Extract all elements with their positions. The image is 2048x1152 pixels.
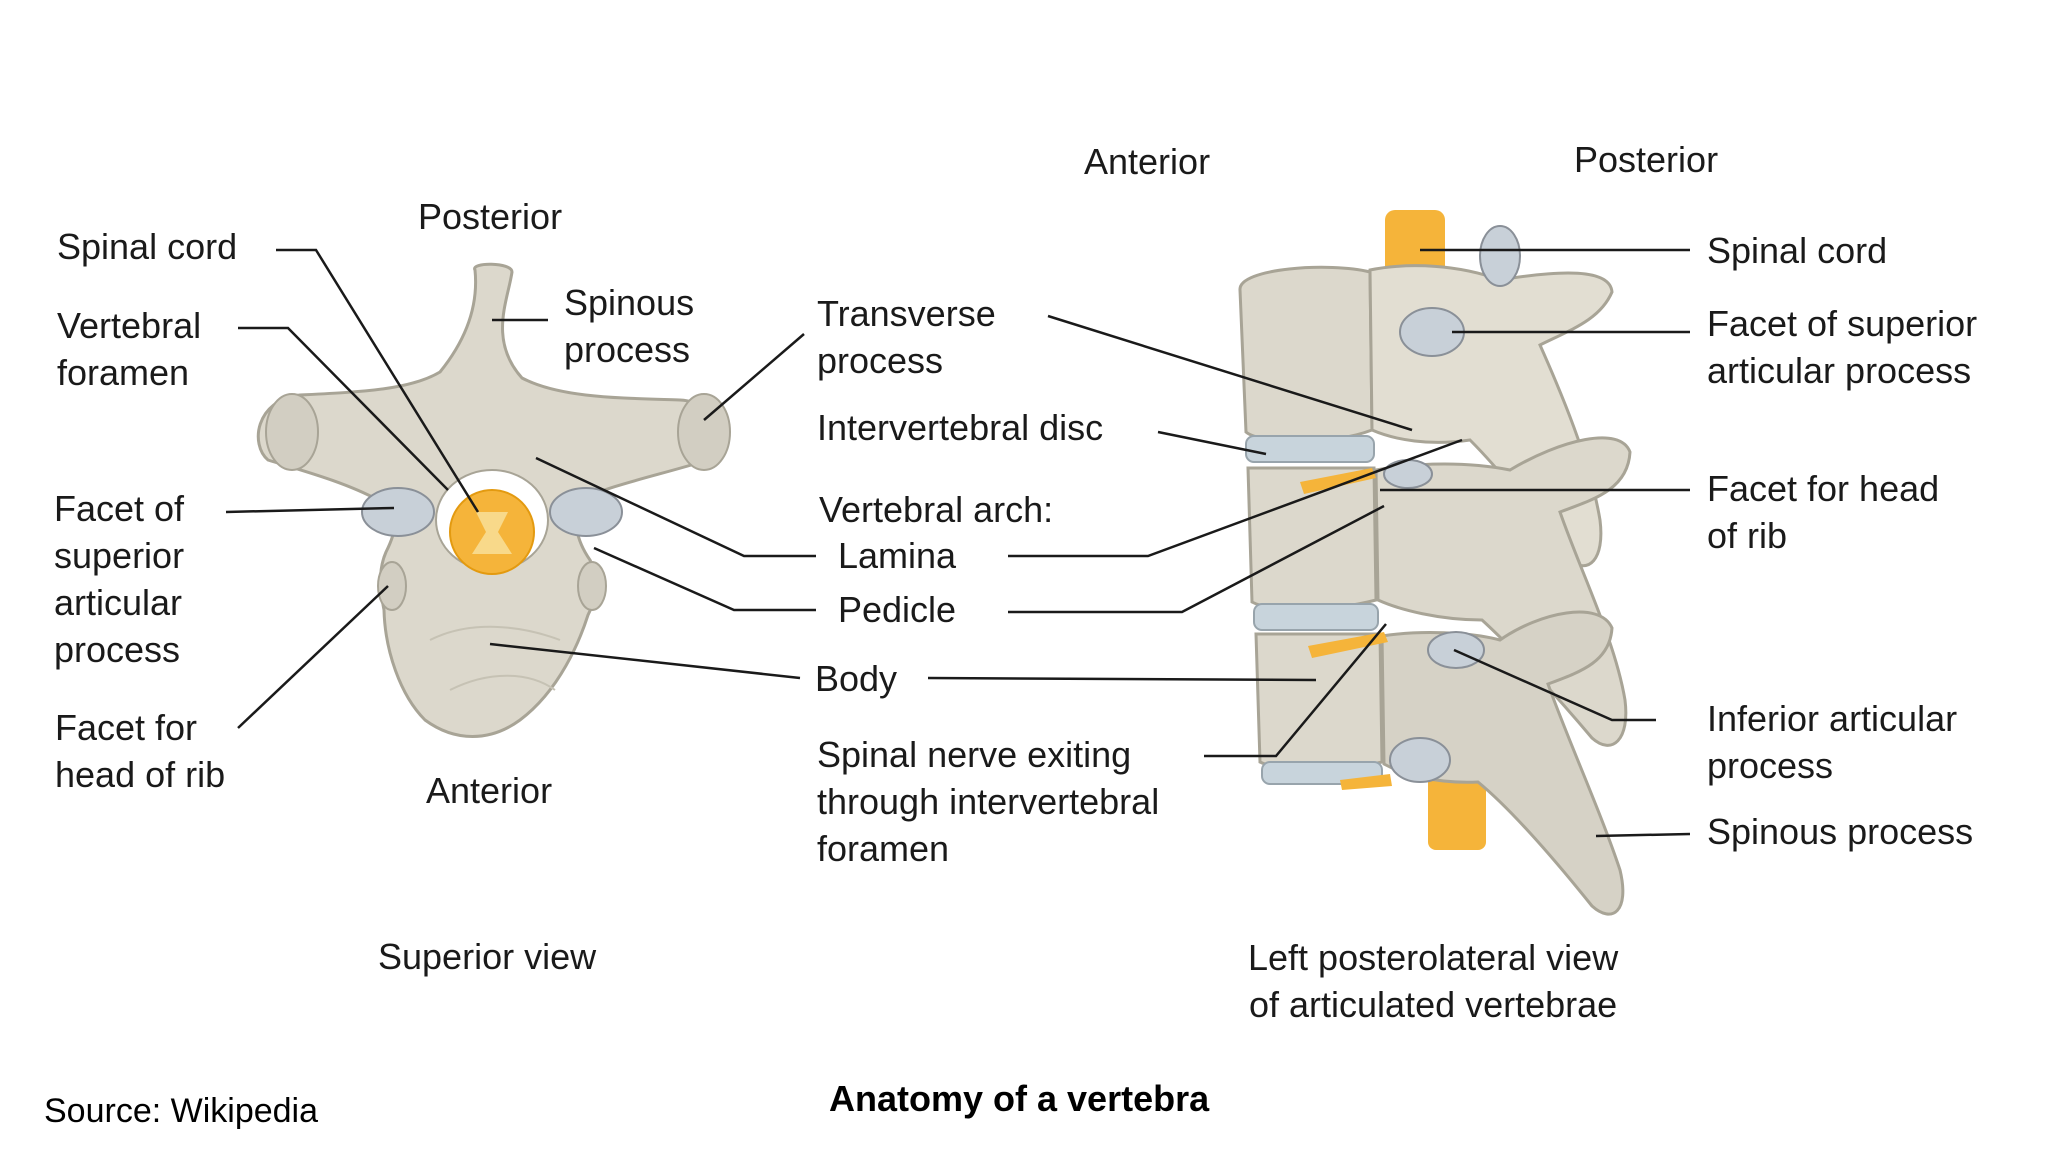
leader-body-left <box>489 642 801 680</box>
label-facet-rib-lateral: Facet for head of rib <box>1707 468 1940 556</box>
label-transverse-process: Transverse process <box>817 293 996 381</box>
lateral-view-vertebrae <box>1238 210 1632 916</box>
leader-transverse-process <box>703 333 805 421</box>
facet-superior-left <box>361 487 435 537</box>
label-spinous-process-lateral: Spinous process <box>1707 811 1974 852</box>
label-inferior-articular-process: Inferior articular process <box>1707 698 1958 786</box>
leader-spinal-cord <box>276 248 480 513</box>
leader-lamina-left <box>535 456 816 558</box>
spinal-nerve-2 <box>1308 632 1388 658</box>
spinal-nerve-1 <box>1300 468 1376 494</box>
label-facet-head-of-rib: Facet for head of rib <box>55 707 226 795</box>
label-spinal-nerve-exiting: Spinal nerve exiting through interverteb… <box>817 734 1160 869</box>
leader-pedicle-right <box>1008 504 1385 614</box>
intervertebral-disc-3 <box>1261 761 1383 785</box>
leader-lines <box>225 248 1691 838</box>
label-spinal-cord-lateral: Spinal cord <box>1707 230 1888 271</box>
source-credit: Source: Wikipedia <box>44 1092 319 1130</box>
lateral-orientation-posterior: Posterior <box>1574 139 1719 180</box>
superior-body-texture <box>429 625 561 691</box>
transverse-process-tip-right <box>677 393 731 471</box>
lateral-view-caption: Left posterolateral view of articulated … <box>1248 937 1619 1025</box>
label-facet-superior-lateral: Facet of superior articular process <box>1707 303 1978 391</box>
leader-body-right <box>927 676 1317 682</box>
lateral-orientation-anterior: Anterior <box>1084 141 1211 182</box>
spinal-nerve-3 <box>1340 774 1392 790</box>
leader-facet-rib <box>237 585 389 729</box>
leader-transverse-process-right <box>1047 314 1413 432</box>
label-spinal-cord-superior: Spinal cord <box>57 226 238 267</box>
label-vertebral-arch: Vertebral arch: <box>819 489 1054 530</box>
leader-intervertebral-disc <box>1157 430 1267 456</box>
label-lamina: Lamina <box>838 535 957 576</box>
lateral-facet-superior-1 <box>1479 225 1521 287</box>
facet-rib-left <box>377 561 407 611</box>
leader-facet-superior <box>225 506 395 514</box>
label-pedicle: Pedicle <box>838 589 957 630</box>
leader-pedicle-left <box>593 546 816 612</box>
intervertebral-disc-2 <box>1253 603 1379 631</box>
lateral-facet-lower <box>1389 737 1451 783</box>
superior-view-caption: Superior view <box>378 936 597 977</box>
superior-view-vertebra <box>256 262 731 738</box>
vertebral-body-1 <box>1238 265 1374 443</box>
label-vertebral-foramen: Vertebral foramen <box>57 305 202 393</box>
label-facet-superior-articular: Facet of superior articular process <box>54 488 185 670</box>
facet-superior-right <box>549 487 623 537</box>
leader-vertebral-foramen <box>238 326 449 491</box>
leader-lamina-right <box>1008 438 1463 558</box>
leader-spinous-process-right <box>1595 832 1691 838</box>
superior-orientation-posterior: Posterior <box>418 196 563 237</box>
superior-orientation-anterior: Anterior <box>426 770 553 811</box>
lateral-facet-rib <box>1383 459 1433 489</box>
label-spinous-process-superior: Spinous process <box>564 282 695 370</box>
leader-inferior-articular <box>1453 648 1656 722</box>
grey-matter-butterfly <box>472 512 512 554</box>
leader-spinal-nerve <box>1204 623 1387 758</box>
transverse-process-tip-left <box>265 393 319 471</box>
intervertebral-disc-1 <box>1245 435 1375 463</box>
label-body: Body <box>815 658 898 699</box>
facet-rib-right <box>577 561 607 611</box>
slide-title: Anatomy of a vertebra <box>829 1078 1210 1119</box>
label-intervertebral-disc: Intervertebral disc <box>817 407 1104 448</box>
posterior-arch-3 <box>1380 610 1625 916</box>
